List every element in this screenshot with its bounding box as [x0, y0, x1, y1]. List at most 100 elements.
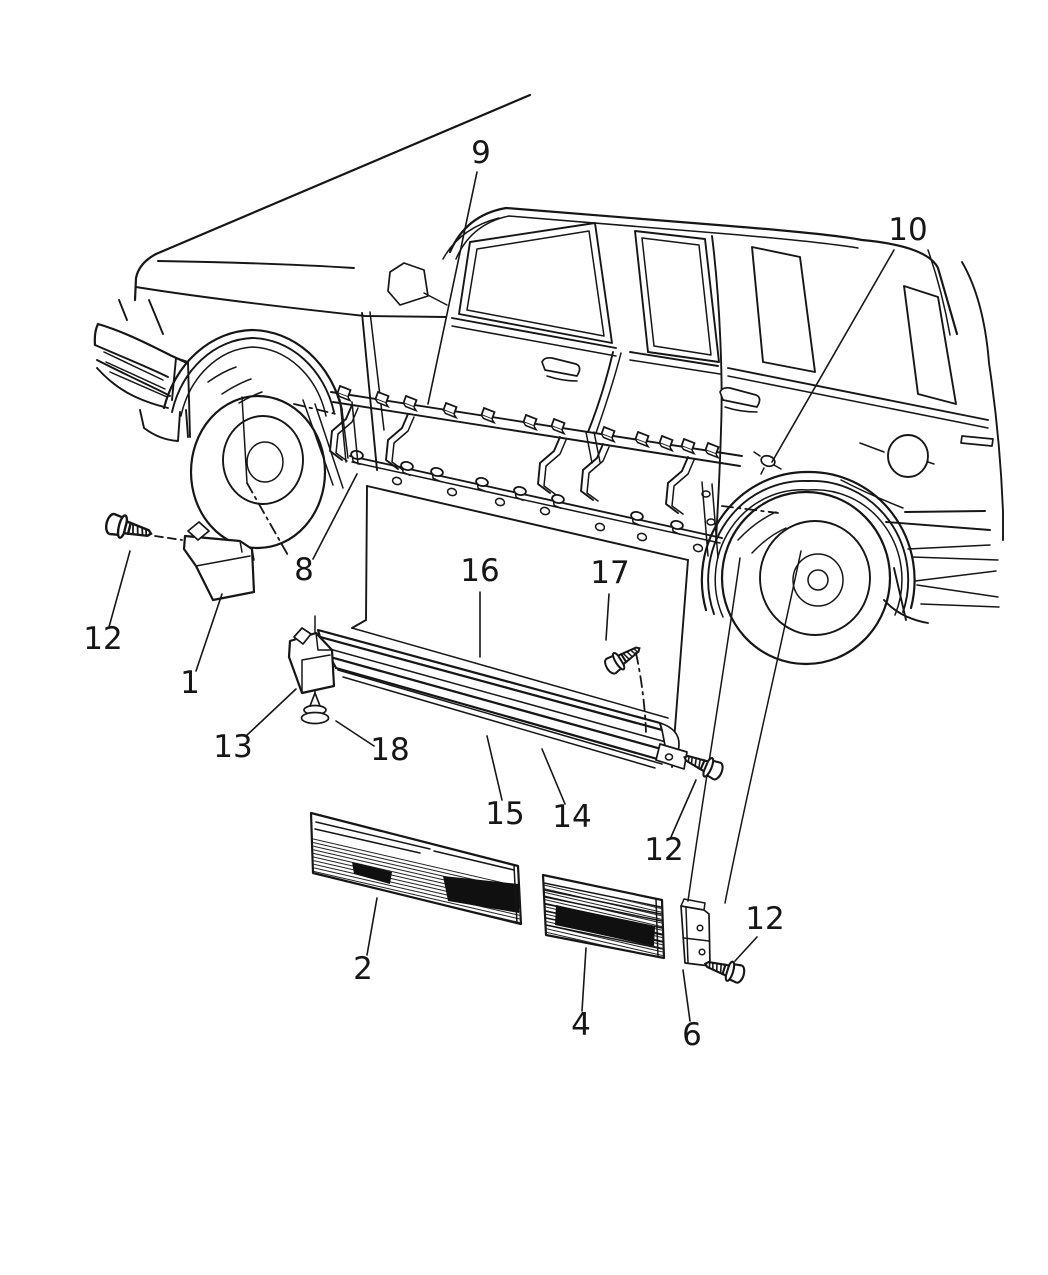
part-6-details [680, 898, 710, 964]
association-lines [687, 550, 802, 904]
front-rail-bracket [339, 399, 359, 465]
front-arch-mid [171, 337, 335, 413]
zigzag-retainers [329, 404, 695, 515]
rear-bumper-corner [883, 567, 929, 624]
front-door-handle-scoop [546, 375, 578, 382]
part-2-grooves [314, 821, 515, 871]
fender-door-gap [361, 312, 378, 471]
upper-rail-bottom [332, 401, 741, 467]
rear-hatch-edge [961, 261, 1004, 541]
part-4-shadow [555, 905, 655, 946]
side-mirror [387, 262, 429, 306]
leader-12a [108, 550, 131, 628]
front-arch-end [341, 409, 349, 459]
cladding-part-4 [541, 873, 666, 960]
front-tire [189, 394, 327, 550]
rear-bracket-hole-2 [706, 518, 716, 526]
part-1-hook [187, 521, 210, 541]
front-rim [222, 415, 304, 505]
callout-12b: 12 [644, 832, 683, 868]
callout-15: 15 [485, 796, 524, 832]
cladding-part-2 [309, 811, 523, 926]
rear-door-handle [719, 386, 761, 408]
leader-9 [427, 171, 478, 405]
rear-bumper-top [885, 510, 991, 531]
fender-trailing-edge [302, 399, 344, 489]
leader-10 [771, 249, 895, 463]
quarter-crease [840, 479, 904, 509]
bumper-bottom [96, 367, 169, 409]
leader-4 [581, 947, 587, 1012]
rocker-end-flange [655, 743, 688, 770]
front-wheel [162, 328, 349, 550]
d-pillar-quarter-glass [903, 285, 957, 405]
front-door-window [458, 222, 613, 344]
front-arch-inner [180, 346, 327, 417]
rear-bumper-slats [907, 544, 1000, 608]
assoc-line-b [724, 550, 802, 904]
leader-17 [605, 593, 610, 641]
leader-6 [682, 969, 691, 1022]
front-door-handle [541, 356, 581, 377]
part-4-end-cap [655, 898, 659, 958]
part-1-body [182, 534, 256, 602]
callout-18: 18 [370, 732, 409, 768]
end-cap-13-hook [293, 627, 312, 645]
b-pillar-line-1 [587, 351, 614, 433]
fender-moulding-part-1 [102, 510, 256, 602]
leader-1 [195, 593, 223, 672]
bumper-valance [139, 409, 181, 442]
callouts: 9 10 12 1 8 16 17 13 18 15 14 12 2 4 6 1… [83, 135, 927, 1053]
callout-17: 17 [590, 555, 629, 591]
callout-13: 13 [213, 729, 252, 765]
panel-left-edge [351, 485, 368, 629]
screw-12a [102, 510, 155, 546]
end-cap-13-crease [301, 632, 333, 694]
rocker-face-line [325, 647, 667, 743]
mirror-arm [423, 292, 448, 306]
screw-17 [601, 639, 646, 678]
a-pillar-line [154, 93, 532, 256]
push-pin-18 [300, 692, 330, 725]
front-hub [246, 441, 284, 483]
fender-mount-line [241, 396, 248, 484]
leader-18 [335, 720, 375, 747]
fuel-filler-tick [927, 461, 935, 465]
rear-datum-line [721, 505, 779, 514]
callout-9: 9 [471, 135, 491, 171]
upper-rail-top [330, 391, 743, 457]
part-2-end-cap [513, 865, 518, 924]
callout-10: 10 [888, 212, 927, 248]
part-6-hole-2 [698, 948, 706, 956]
part-6-body [680, 905, 711, 967]
flange-holes [391, 476, 704, 553]
callout-14: 14 [552, 799, 591, 835]
callout-6: 6 [682, 1017, 702, 1053]
leader-15 [486, 735, 503, 801]
vehicle-body-outline [118, 93, 1004, 541]
front-arch-shading [207, 366, 263, 404]
rear-door-window-inner [641, 237, 712, 356]
leader-8 [312, 473, 358, 560]
callout-12c: 12 [745, 901, 784, 937]
fender-front-edge [118, 299, 164, 335]
front-datum-line [293, 403, 337, 415]
rear-hub [792, 553, 844, 607]
part-1-creases [195, 540, 255, 567]
rocker-bottom-lines [337, 669, 663, 769]
screw-12a-axis [154, 535, 183, 541]
roof-drip-rail-2 [455, 215, 859, 260]
bumper-top [93, 322, 187, 364]
rear-rim [759, 520, 871, 636]
callout-2: 2 [353, 951, 373, 987]
hood-line [157, 260, 355, 269]
front-door-window-inner [466, 230, 605, 337]
rear-arch-inner [714, 488, 903, 618]
screw-17-axis [635, 652, 647, 733]
rear-quarter [700, 434, 1000, 666]
assoc-line-a [687, 557, 741, 902]
cowl-line [135, 286, 447, 318]
moulding-clip-rails [241, 384, 779, 559]
part-2-shadow [443, 876, 519, 913]
